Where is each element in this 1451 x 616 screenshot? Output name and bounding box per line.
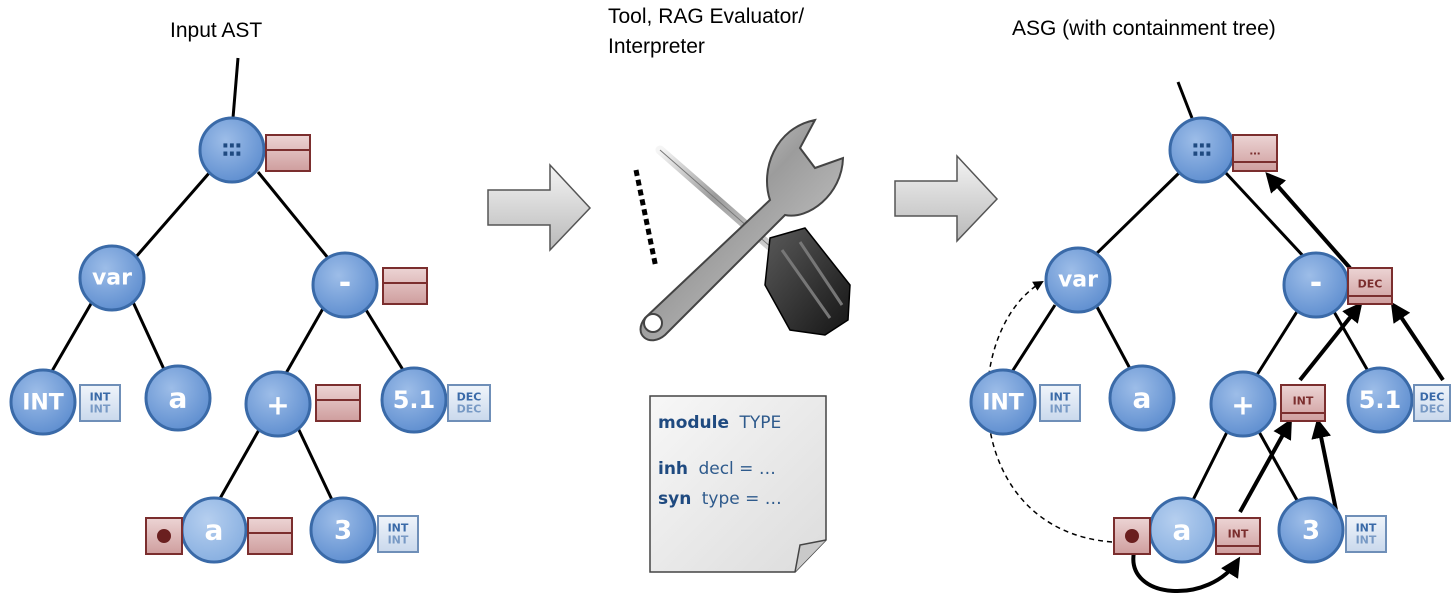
- right-three-type-label: INT: [1356, 522, 1377, 535]
- right-tree-nodes: [969, 116, 1414, 564]
- left-var-label: var: [92, 266, 132, 291]
- right-dec-type-box: [1413, 384, 1451, 422]
- right-plus-attr: [1280, 384, 1326, 422]
- right-a-label: a: [1133, 382, 1152, 415]
- left-a-use-attr: [247, 517, 293, 555]
- right-a-node: [1108, 364, 1176, 432]
- left-root-node: [198, 116, 266, 184]
- left-minus-label: -: [339, 266, 351, 301]
- inh-rest: decl = …: [698, 459, 775, 479]
- right-three-node: [1277, 496, 1345, 564]
- left-root-attr: [265, 134, 311, 172]
- right-int-type-shadow: INT: [1050, 403, 1071, 416]
- right-int-label: INT: [982, 391, 1024, 416]
- left-three-node: [309, 496, 377, 564]
- right-a-use-attr: [1215, 517, 1261, 555]
- right-int-type-label: INT: [1050, 391, 1071, 404]
- title-input-ast: Input AST: [170, 19, 262, 42]
- left-int-type-box: [79, 384, 121, 422]
- left-minus-attr: [382, 267, 428, 305]
- module-name: TYPE: [738, 413, 781, 433]
- left-root-label: ∶∶∶: [222, 139, 241, 164]
- right-int-type-box: [1039, 384, 1081, 422]
- right-root-attr-label: …: [1250, 145, 1261, 158]
- left-dec-type-box: [447, 384, 491, 422]
- left-int-node: [9, 368, 77, 436]
- arrow-right-1: [487, 163, 592, 252]
- left-plus-label: +: [266, 389, 289, 422]
- right-dec-label: 5.1: [1359, 386, 1402, 414]
- right-a-use-attr-label: INT: [1228, 528, 1249, 541]
- right-minus-attr: [1347, 267, 1393, 305]
- left-three-type-shadow: INT: [388, 534, 409, 547]
- right-plus-node: [1209, 370, 1277, 438]
- left-var-node: [78, 244, 146, 312]
- right-a-use-label: a: [1173, 514, 1192, 547]
- left-dec-node: [380, 366, 448, 434]
- flow-a-to-plus: [1238, 418, 1292, 513]
- tools-icon: [633, 118, 851, 342]
- left-dec-type-shadow: DEC: [457, 403, 482, 416]
- title-asg: ASG (with containment tree): [1012, 17, 1276, 40]
- left-a-use-label: a: [205, 514, 224, 547]
- right-three-label: 3: [1302, 516, 1320, 546]
- left-tree-edges: [46, 57, 410, 503]
- left-decl-dot: [157, 529, 171, 543]
- right-dec-node: [1346, 366, 1414, 434]
- right-var-label: var: [1058, 268, 1098, 293]
- right-three-type-box: [1345, 515, 1387, 553]
- left-int-type-label: INT: [90, 391, 111, 404]
- right-root-attr: [1232, 134, 1278, 172]
- left-plus-attr: [315, 384, 361, 422]
- syn-kw: syn: [658, 489, 691, 509]
- module-document: module TYPE inh decl = … syn type = …: [649, 395, 827, 573]
- left-dec-type-label: DEC: [457, 391, 482, 404]
- left-attr-boxes: [145, 134, 428, 555]
- inh-kw: inh: [658, 459, 688, 479]
- module-line-1: module TYPE: [658, 413, 781, 433]
- left-int-label: INT: [22, 391, 64, 416]
- left-plus-node: [244, 370, 312, 438]
- right-var-node: [1044, 246, 1112, 314]
- flow-decl-to-a-type: [1131, 551, 1241, 593]
- module-line-2: inh decl = …: [658, 459, 776, 479]
- right-dec-type-label: DEC: [1420, 391, 1445, 404]
- left-int-type-shadow: INT: [90, 403, 111, 416]
- right-dec-type-shadow: DEC: [1420, 403, 1445, 416]
- left-dec-label: 5.1: [393, 386, 436, 414]
- left-three-type-label: INT: [388, 522, 409, 535]
- right-dataflow-arrows: [1131, 171, 1445, 593]
- syn-rest: type = …: [702, 489, 782, 509]
- right-root-label: ∶∶∶: [1192, 139, 1211, 164]
- left-minus-node: [311, 251, 379, 319]
- title-tool-line2: Interpreter: [608, 35, 705, 58]
- right-minus-label: -: [1310, 266, 1322, 301]
- right-decl-dot: [1125, 529, 1139, 543]
- right-int-node: [969, 368, 1037, 436]
- module-kw: module: [658, 413, 729, 433]
- left-tree-nodes: [9, 116, 448, 564]
- left-a-node: [144, 364, 212, 432]
- module-line-3: syn type = …: [658, 489, 782, 509]
- title-tool-line1: Tool, RAG Evaluator/: [608, 5, 804, 28]
- flow-three-to-plus: [1311, 418, 1338, 511]
- right-plus-attr-label: INT: [1293, 395, 1314, 408]
- left-a-label: a: [169, 382, 188, 415]
- left-three-type-box: [377, 515, 419, 553]
- left-three-label: 3: [334, 516, 352, 546]
- right-tree-edges: [1006, 81, 1374, 503]
- arrow-right-2: [894, 154, 999, 243]
- right-three-type-shadow: INT: [1356, 534, 1377, 547]
- right-plus-label: +: [1231, 389, 1254, 422]
- flow-dec-to-minus: [1390, 301, 1445, 382]
- flow-plus-to-minus: [1298, 301, 1363, 382]
- flow-minus-to-root: [1265, 171, 1352, 270]
- right-minus-attr-label: DEC: [1358, 278, 1383, 291]
